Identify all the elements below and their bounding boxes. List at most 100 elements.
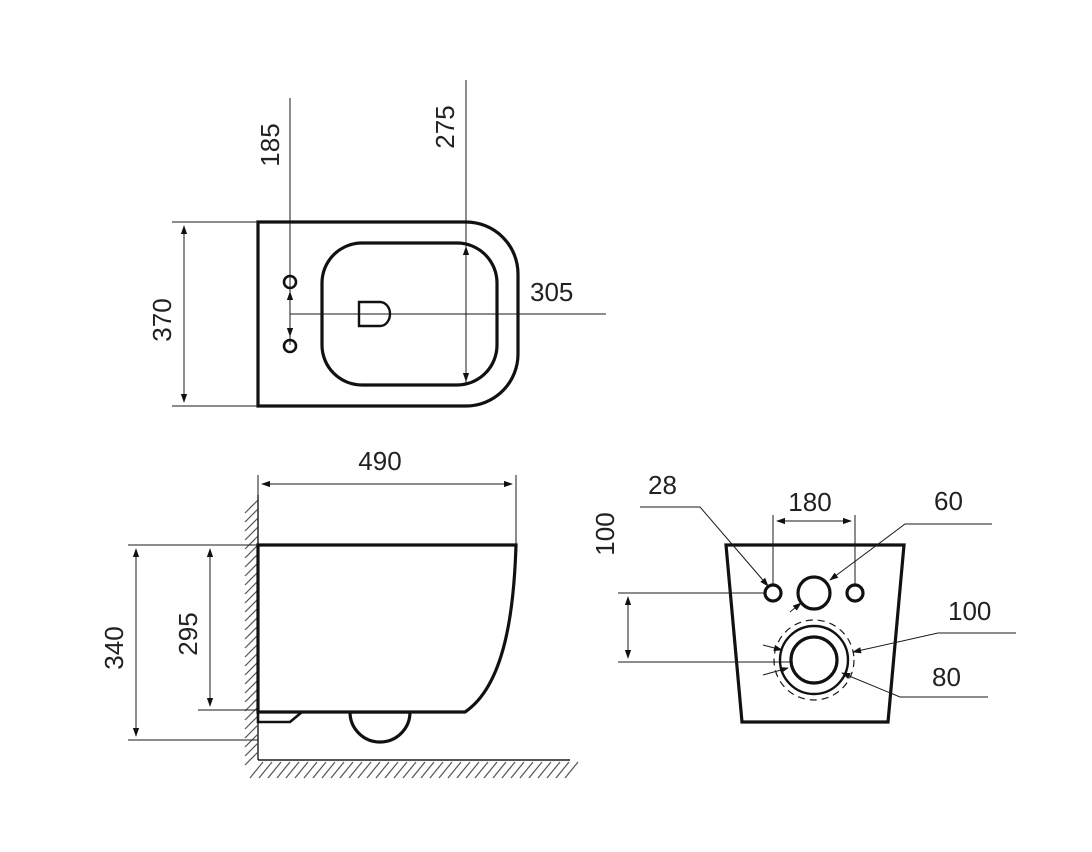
outlet-dashed xyxy=(773,619,855,701)
dim-490: 490 xyxy=(358,446,401,476)
leader-60 xyxy=(829,523,992,581)
hatch-line xyxy=(244,751,259,766)
hatch-line xyxy=(519,761,534,779)
hatch-line xyxy=(411,761,426,779)
fixing-hole-top xyxy=(282,274,298,290)
hatch-line xyxy=(429,761,444,779)
hatch-line xyxy=(244,607,259,622)
hatch-line xyxy=(244,517,259,532)
hatch-line xyxy=(244,670,259,685)
outlet-symbol xyxy=(357,300,392,328)
hatch-line xyxy=(244,580,259,595)
hatch-line xyxy=(244,562,259,577)
hatch-line xyxy=(244,616,259,631)
bowl-foot xyxy=(256,711,303,724)
hatch-line xyxy=(244,697,259,712)
leader-28 xyxy=(640,506,769,587)
bolt-hole-right xyxy=(845,583,865,603)
outlet-inner xyxy=(789,635,839,685)
hatch-line xyxy=(456,761,471,779)
hatch-line xyxy=(474,761,489,779)
hatch-line xyxy=(285,761,300,779)
hatch-line xyxy=(244,688,259,703)
hatch-line xyxy=(244,706,259,721)
hatch-line xyxy=(555,761,570,779)
hatch-line xyxy=(244,724,259,739)
hatch-line xyxy=(258,761,273,779)
dim-60: 60 xyxy=(934,486,963,516)
hatch-line xyxy=(393,761,408,779)
hatch-line xyxy=(244,499,259,514)
dim-275: 275 xyxy=(430,105,460,148)
leader-100 xyxy=(852,632,1016,654)
hatch-line xyxy=(312,761,327,779)
hatch-line xyxy=(501,761,516,779)
hatch-line xyxy=(438,761,453,779)
hatch-line xyxy=(447,761,462,779)
hatch-line xyxy=(244,526,259,541)
hatch-line xyxy=(267,761,282,779)
hatch-line xyxy=(330,761,345,779)
bowl-side-outline xyxy=(256,543,518,714)
fixing-hole-bottom xyxy=(282,338,298,354)
bolt-hole-left xyxy=(763,583,783,603)
hatch-line xyxy=(244,661,259,676)
dim-185: 185 xyxy=(255,123,285,166)
dim-80: 80 xyxy=(932,662,961,692)
hatch-line xyxy=(244,643,259,658)
hatch-line xyxy=(244,508,259,523)
hatch-line xyxy=(249,761,264,779)
hatch-line xyxy=(339,761,354,779)
hatch-line xyxy=(294,761,309,779)
hatch-line xyxy=(546,761,561,779)
dim-370: 370 xyxy=(147,298,177,341)
hatch-line xyxy=(483,761,498,779)
wall-hatch xyxy=(244,499,259,766)
hatch-line xyxy=(244,634,259,649)
hatch-line xyxy=(244,742,259,757)
hatch-line xyxy=(321,761,336,779)
dim-340: 340 xyxy=(99,626,129,669)
hatch-line xyxy=(303,761,318,779)
hatch-line xyxy=(244,571,259,586)
dim-305: 305 xyxy=(530,277,573,307)
dim-100-vertical: 100 xyxy=(590,512,620,555)
seat-opening xyxy=(320,241,499,387)
hatch-line xyxy=(244,544,259,559)
hatch-line xyxy=(537,761,552,779)
dim-295: 295 xyxy=(173,612,203,655)
side-view: 490 340 295 xyxy=(99,446,579,779)
hatch-line xyxy=(276,761,291,779)
hatch-line xyxy=(420,761,435,779)
hatch-line xyxy=(384,761,399,779)
hatch-line xyxy=(465,761,480,779)
dim-28: 28 xyxy=(648,470,677,500)
hatch-line xyxy=(348,761,363,779)
outlet-outer xyxy=(778,624,850,696)
hatch-line xyxy=(492,761,507,779)
hatch-line xyxy=(244,715,259,730)
hatch-line xyxy=(244,598,259,613)
leader-80 xyxy=(841,672,988,698)
top-view: 370 185 275 305 xyxy=(147,80,606,408)
hatch-line xyxy=(244,625,259,640)
bowl-rear-outline xyxy=(724,543,906,724)
hatch-line xyxy=(375,761,390,779)
hatch-line xyxy=(244,652,259,667)
dim-180: 180 xyxy=(788,487,831,517)
outlet-pipe xyxy=(348,710,412,744)
hatch-line xyxy=(244,535,259,550)
hatch-line xyxy=(244,553,259,568)
floor-hatch xyxy=(249,761,579,779)
hatch-line xyxy=(244,679,259,694)
hatch-line xyxy=(244,589,259,604)
dim-100-outlet: 100 xyxy=(948,596,991,626)
hatch-line xyxy=(510,761,525,779)
hatch-line xyxy=(564,761,579,779)
water-inlet-hole xyxy=(796,575,832,611)
hatch-line xyxy=(528,761,543,779)
hatch-line xyxy=(357,761,372,779)
hatch-line xyxy=(366,761,381,779)
bowl-top-outline xyxy=(256,220,520,408)
